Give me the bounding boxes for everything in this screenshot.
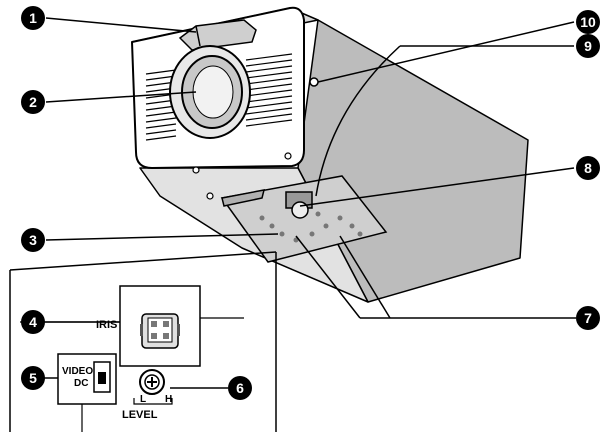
iris-connector xyxy=(119,285,201,367)
leader-lines xyxy=(40,17,576,389)
callout-4: 4 xyxy=(21,310,45,334)
front-screw xyxy=(309,77,319,87)
callout-9: 9 xyxy=(576,34,600,58)
callout-7: 7 xyxy=(576,306,600,330)
video-label: VIDEO xyxy=(62,366,93,377)
svg-text:9: 9 xyxy=(584,38,592,54)
callout-1: 1 xyxy=(21,6,45,30)
callout-10: 10 xyxy=(576,10,600,34)
svg-text:8: 8 xyxy=(584,160,592,176)
callout-3: 3 xyxy=(21,228,45,252)
callout-2: 2 xyxy=(21,90,45,114)
dc-label: DC xyxy=(74,378,88,389)
connector-block xyxy=(220,175,388,263)
connector-panel-inset xyxy=(9,251,277,432)
callout-5: 5 xyxy=(21,366,45,390)
svg-text:10: 10 xyxy=(580,14,596,30)
svg-text:6: 6 xyxy=(236,380,244,396)
svg-text:7: 7 xyxy=(584,310,592,326)
callout-6: 6 xyxy=(228,376,252,400)
level-knob xyxy=(133,369,173,405)
svg-text:1: 1 xyxy=(29,10,37,26)
video-dc-switch xyxy=(57,353,117,405)
lens xyxy=(169,45,251,139)
iris-label: IRIS xyxy=(96,319,117,331)
svg-text:2: 2 xyxy=(29,94,37,110)
svg-text:3: 3 xyxy=(29,232,37,248)
svg-text:5: 5 xyxy=(29,370,37,386)
svg-text:4: 4 xyxy=(29,314,37,330)
callout-8: 8 xyxy=(576,156,600,180)
level-label: LEVEL xyxy=(122,409,158,421)
level-high-label: H xyxy=(165,394,172,405)
front-vents xyxy=(145,53,293,141)
level-low-label: L xyxy=(140,394,146,405)
